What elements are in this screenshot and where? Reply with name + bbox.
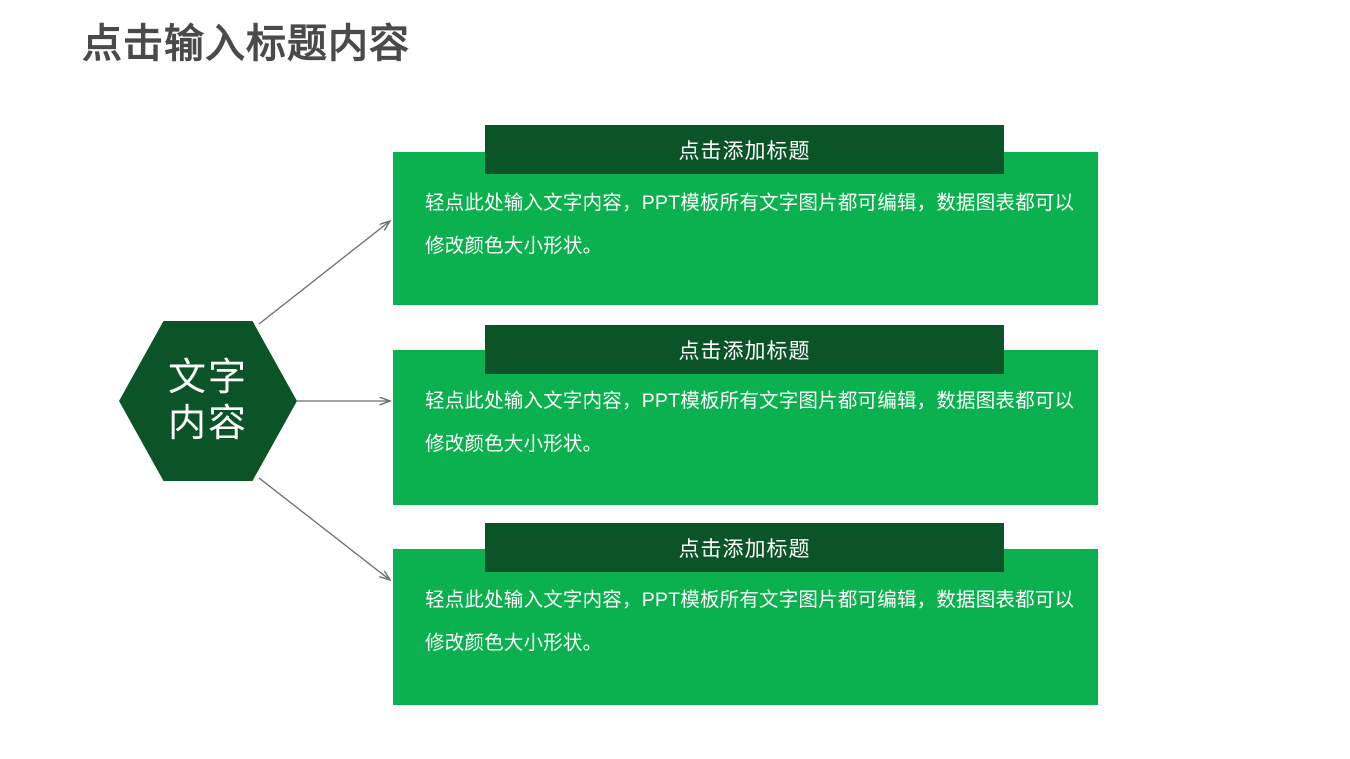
hub-label-line-1: 文字 xyxy=(167,356,248,399)
section-1-header-bar[interactable]: 点击添加标题 xyxy=(485,125,1004,174)
content-section-1[interactable]: 轻点此处输入文字内容，PPT模板所有文字图片都可编辑，数据图表都可以修改颜色大小… xyxy=(393,125,1098,305)
hub-hexagon[interactable]: 文字 内容 xyxy=(119,321,297,481)
section-1-header-text: 点击添加标题 xyxy=(678,139,811,163)
page-title: 点击输入标题内容 xyxy=(82,22,410,66)
section-2-body-text: 轻点此处输入文字内容，PPT模板所有文字图片都可编辑，数据图表都可以修改颜色大小… xyxy=(425,390,1075,455)
section-2-header-bar[interactable]: 点击添加标题 xyxy=(485,325,1004,374)
hub-label: 文字 内容 xyxy=(119,321,297,481)
section-1-body-text: 轻点此处输入文字内容，PPT模板所有文字图片都可编辑，数据图表都可以修改颜色大小… xyxy=(425,192,1075,257)
section-3-body-text: 轻点此处输入文字内容，PPT模板所有文字图片都可编辑，数据图表都可以修改颜色大小… xyxy=(425,589,1075,654)
section-2-body-panel xyxy=(393,350,1098,505)
arrow-to-section-3 xyxy=(258,477,390,580)
section-3-body-panel xyxy=(393,549,1098,705)
section-1-body-panel xyxy=(393,152,1098,305)
section-3-header-text: 点击添加标题 xyxy=(678,537,811,561)
section-2-header-text: 点击添加标题 xyxy=(678,339,811,363)
arrow-to-section-1 xyxy=(258,221,390,325)
hub-label-line-2: 内容 xyxy=(167,403,248,445)
section-3-header-bar[interactable]: 点击添加标题 xyxy=(485,523,1004,572)
content-section-3[interactable]: 轻点此处输入文字内容，PPT模板所有文字图片都可编辑，数据图表都可以修改颜色大小… xyxy=(393,523,1098,705)
content-section-2[interactable]: 轻点此处输入文字内容，PPT模板所有文字图片都可编辑，数据图表都可以修改颜色大小… xyxy=(393,325,1098,505)
